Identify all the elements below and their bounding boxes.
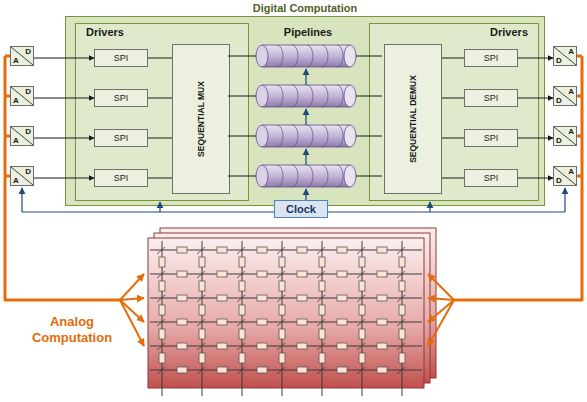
clock-box: Clock xyxy=(274,200,328,218)
signal-connector xyxy=(148,178,172,179)
clock-bus xyxy=(22,211,274,212)
clock-line xyxy=(305,109,306,125)
signal-connector xyxy=(518,138,553,139)
signal-connector xyxy=(34,138,94,139)
panel-heading: Drivers xyxy=(370,26,538,39)
drivers-panel: DriversSPI SPI SPI SPI SEQUENTIAL MUX xyxy=(75,23,249,201)
converter-letter: A xyxy=(11,176,33,185)
spi-label: SPI xyxy=(484,133,499,143)
signal-connector xyxy=(442,178,464,179)
spi-label: SPI xyxy=(114,93,129,103)
clock-line xyxy=(429,202,430,212)
region-title: Digital Computation xyxy=(66,2,544,15)
signal-connector xyxy=(518,58,553,59)
spi-driver: SPI xyxy=(464,169,518,187)
spi-driver: SPI xyxy=(464,129,518,147)
clock-line xyxy=(305,149,306,165)
region-label: Analog Computation xyxy=(22,314,122,346)
mux-block: SEQUENTIAL DEMUX xyxy=(384,44,442,194)
spi-label: SPI xyxy=(114,173,129,183)
converter-letter: A xyxy=(11,96,33,105)
drivers-panel: DriversSEQUENTIAL DEMUX SPI SPI SPI SPI xyxy=(369,23,539,201)
mux-label: SEQUENTIAL MUX xyxy=(196,81,206,157)
clock-line xyxy=(21,188,22,212)
signal-connector xyxy=(442,58,464,59)
signal-connector xyxy=(34,98,94,99)
signal-connector xyxy=(518,98,553,99)
spi-label: SPI xyxy=(484,53,499,63)
spi-driver: SPI xyxy=(94,89,148,107)
converter-letter: D xyxy=(554,56,576,65)
converter-letter: A xyxy=(554,127,576,136)
converter: DA xyxy=(10,166,34,186)
converter: DA xyxy=(10,46,34,66)
signal-connector xyxy=(34,178,94,179)
spi-driver: SPI xyxy=(94,169,148,187)
converter: DA xyxy=(10,86,34,106)
converter-letter: D xyxy=(554,136,576,145)
signal-connector xyxy=(148,98,172,99)
clock-line xyxy=(305,189,306,200)
converter-letter: D xyxy=(11,47,33,56)
clock-bus xyxy=(328,211,565,212)
converter: AD xyxy=(553,86,577,106)
spi-label: SPI xyxy=(114,53,129,63)
converter-letter: D xyxy=(11,167,33,176)
pipelines-label: Pipelines xyxy=(258,26,358,38)
signal-connector xyxy=(148,58,172,59)
converter: DA xyxy=(10,126,34,146)
converter-letter: D xyxy=(11,127,33,136)
spi-driver: SPI xyxy=(464,89,518,107)
clock-line xyxy=(159,202,160,212)
signal-connector xyxy=(34,58,94,59)
converter-letter: D xyxy=(554,96,576,105)
signal-connector xyxy=(148,138,172,139)
converter: AD xyxy=(553,46,577,66)
spi-label: SPI xyxy=(114,133,129,143)
converter: AD xyxy=(553,126,577,146)
mux-block: SEQUENTIAL MUX xyxy=(172,44,230,194)
converter-letter: A xyxy=(11,56,33,65)
converter-letter: A xyxy=(554,167,576,176)
converter-letter: A xyxy=(554,47,576,56)
mux-label: SEQUENTIAL DEMUX xyxy=(408,75,418,163)
converter-letter: A xyxy=(554,87,576,96)
spi-driver: SPI xyxy=(94,129,148,147)
clock-line xyxy=(305,69,306,85)
converter-letter: D xyxy=(554,176,576,185)
clock-line xyxy=(564,188,565,212)
signal-connector xyxy=(442,138,464,139)
spi-driver: SPI xyxy=(94,49,148,67)
spi-driver: SPI xyxy=(464,49,518,67)
signal-connector xyxy=(442,98,464,99)
spi-label: SPI xyxy=(484,93,499,103)
converter-letter: D xyxy=(11,87,33,96)
crossbar-array xyxy=(148,228,436,396)
panel-heading: Drivers xyxy=(76,26,248,39)
converter: AD xyxy=(553,166,577,186)
signal-connector xyxy=(518,178,553,179)
converter-letter: A xyxy=(11,136,33,145)
clock-label: Clock xyxy=(286,203,316,215)
spi-label: SPI xyxy=(484,173,499,183)
